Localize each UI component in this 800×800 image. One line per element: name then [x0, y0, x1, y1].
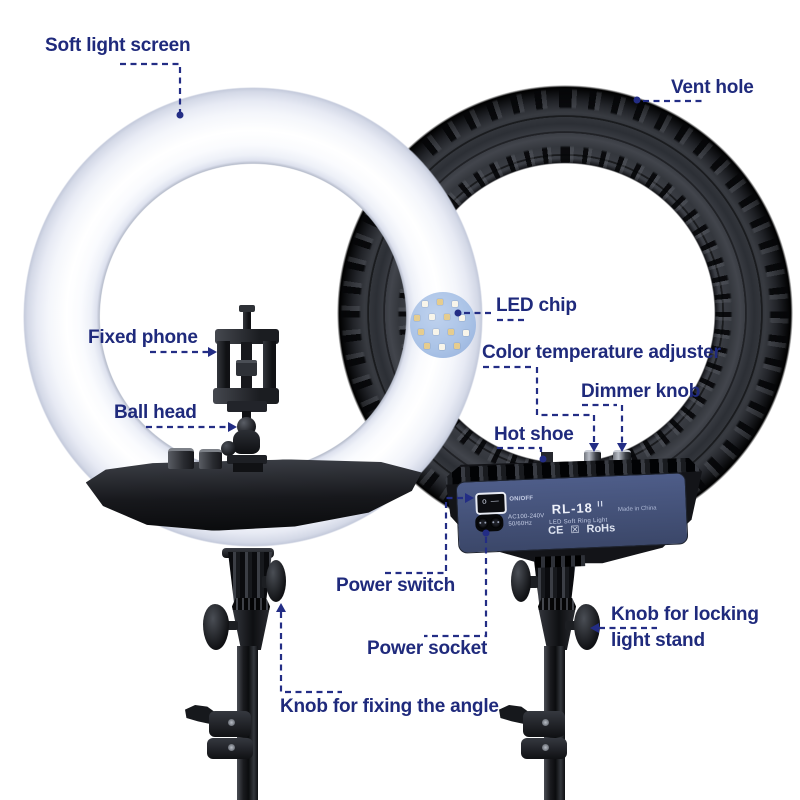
led-warm-chip	[418, 329, 424, 335]
model-name: RL-18 II	[551, 499, 604, 517]
screw-icon	[541, 718, 549, 726]
power-socket	[475, 513, 504, 533]
front-knob-right	[199, 449, 222, 469]
socket-hole	[477, 517, 489, 529]
power-switch: o —	[475, 491, 507, 516]
label-knob-locking-light-stand: Knob for locking light stand	[611, 602, 759, 654]
led-cool-chip	[452, 301, 458, 307]
front-hot-shoe	[233, 463, 263, 472]
right-clamp-lower	[521, 738, 567, 759]
rohs-mark: RoHs	[586, 522, 616, 536]
ball-head-lock-knob	[221, 441, 236, 456]
label-fixed-phone: Fixed phone	[88, 327, 198, 348]
phone-clamp-right-arm	[263, 341, 276, 397]
left-clamp-upper	[209, 711, 251, 737]
phone-clamp-center-clip	[236, 360, 257, 376]
screw-icon	[541, 744, 549, 752]
led-cool-chip	[422, 301, 428, 307]
phone-clamp-left-arm	[217, 341, 230, 397]
weee-crossed-bin-icon: ☒	[570, 524, 580, 537]
label-hot-shoe: Hot shoe	[494, 424, 574, 445]
led-warm-chip	[454, 343, 460, 349]
label-power-switch: Power switch	[336, 575, 456, 596]
label-vent-hole: Vent hole	[671, 77, 754, 98]
label-dimmer-knob: Dimmer knob	[581, 381, 701, 402]
right-angle-knob	[511, 560, 531, 602]
label-color-temperature-adjuster: Color temperature adjuster	[482, 342, 721, 363]
leader-knob-fixing	[279, 612, 342, 694]
leader-arrow	[276, 603, 286, 612]
model-suffix: II	[597, 499, 604, 509]
socket-hole	[490, 516, 502, 529]
phone-holder-top-screw	[243, 306, 251, 332]
label-power-socket: Power socket	[367, 638, 488, 659]
screw-icon	[227, 718, 235, 726]
phone-holder-base-block	[227, 401, 267, 412]
led-cool-chip	[463, 330, 469, 336]
origin-text: Made in China	[617, 505, 657, 514]
angle-fixing-knob	[266, 560, 286, 602]
front-knob-left	[168, 448, 194, 469]
right-knob-axle	[565, 621, 577, 630]
ball-head-plate	[227, 455, 267, 464]
led-warm-chip	[444, 314, 450, 320]
label-soft-light-screen: Soft light screen	[45, 35, 191, 56]
left-locking-knob	[203, 604, 229, 650]
left-clamp-lower	[207, 738, 253, 759]
led-warm-chip	[437, 299, 443, 305]
light-stand-locking-knob	[574, 604, 600, 650]
right-clamp-upper	[523, 711, 565, 737]
housing-bottom-vents	[534, 555, 586, 568]
screw-icon	[227, 744, 235, 752]
label-ball-head: Ball head	[114, 402, 197, 423]
ce-mark: CE	[547, 524, 564, 538]
led-warm-chip	[414, 315, 420, 321]
phone-clamp-bottom-jaw	[213, 388, 279, 404]
phone-clamp-top-jaw	[215, 329, 279, 344]
led-cool-chip	[433, 329, 439, 335]
phone-holder-top-screw-cap	[239, 305, 255, 312]
led-warm-chip	[448, 329, 454, 335]
led-cool-chip	[439, 344, 445, 350]
led-cool-chip	[459, 315, 465, 321]
ball-head-cup	[233, 430, 260, 454]
label-led-chip: LED chip	[496, 295, 577, 316]
label-knob-fixing-angle: Knob for fixing the angle	[280, 696, 499, 717]
led-warm-chip	[424, 343, 430, 349]
led-chip-panel	[410, 292, 476, 358]
ball-head-stem	[242, 411, 251, 419]
left-knob-axle	[226, 621, 238, 630]
label-knob-locking-line2: light stand	[611, 630, 705, 651]
led-cool-chip	[429, 314, 435, 320]
control-panel: o — ON/OFF AC100-240V 50/60Hz RL-18 II L…	[455, 472, 689, 554]
label-knob-locking-line1: Knob for locking	[611, 604, 759, 625]
right-bracket-axle	[528, 576, 538, 588]
